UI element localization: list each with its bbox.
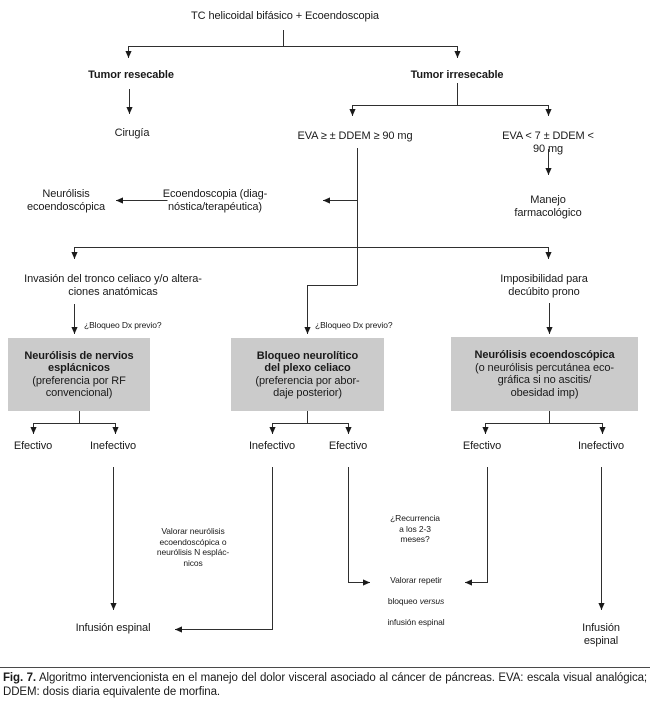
- box-neurolisis-esplacnicos-subtitle: (preferencia por RF convencional): [32, 374, 126, 400]
- node-tumor-resecable: Tumor resecable: [88, 69, 174, 81]
- annotation-valorar-neurolisis: Valorar neurólisis ecoendoscópica o neur…: [156, 526, 230, 568]
- node-neurolisis-ecoendoscopica: Neurólisis ecoendoscópica: [26, 188, 106, 213]
- box-neurolisis-ecoendoscopica: Neurólisis ecoendoscópica (o neurólisis …: [451, 337, 638, 411]
- box-neurolisis-ecoendoscopica-subtitle: (o neurólisis percutánea eco- gráfica si…: [475, 361, 614, 399]
- node-eva-alta: EVA ≥ ± DDEM ≥ 90 mg: [297, 130, 413, 142]
- node-invasion-tronco: Invasión del tronco celiaco y/o altera- …: [24, 273, 202, 298]
- outcome-inefectivo-1: Inefectivo: [89, 440, 137, 452]
- figure-caption-text: Algoritmo intervencionista en el manejo …: [3, 672, 648, 698]
- outcome-efectivo-3: Efectivo: [462, 440, 502, 452]
- outcome-efectivo-1: Efectivo: [13, 440, 53, 452]
- outcome-efectivo-2: Efectivo: [328, 440, 368, 452]
- node-infusion-espinal-izq: Infusión espinal: [75, 622, 151, 634]
- annotation-valorar-repetir-line2: bloqueo versus: [388, 596, 445, 607]
- connector-lines: [33, 30, 603, 424]
- node-eva-baja: EVA < 7 ± DDEM < 90 mg: [502, 130, 594, 155]
- label-bloqueo-dx-previo-1: ¿Bloqueo Dx previo?: [84, 320, 162, 330]
- figure-caption-label: Fig. 7.: [3, 672, 37, 684]
- node-cirugia: Cirugía: [114, 127, 150, 139]
- box-neurolisis-esplacnicos: Neurólisis de nervios esplácnicos (prefe…: [8, 338, 150, 411]
- box-bloqueo-plexo-celiaco: Bloqueo neurolítico del plexo celiaco (p…: [231, 338, 384, 411]
- box-bloqueo-plexo-celiaco-subtitle: (preferencia por abor- daje posterior): [255, 374, 360, 400]
- node-manejo-farmacologico: Manejo farmacológico: [514, 194, 582, 219]
- node-infusion-espinal-der: Infusión espinal: [582, 622, 620, 647]
- figure-caption: Fig. 7. Algoritmo intervencionista en el…: [3, 671, 647, 699]
- node-title: TC helicoidal bifásico + Ecoendoscopia: [191, 10, 379, 22]
- annotation-valorar-repetir: Valorar repetir bloqueo versus infusión …: [388, 564, 445, 638]
- outcome-inefectivo-3: Inefectivo: [577, 440, 625, 452]
- node-ecoendoscopia: Ecoendoscopia (diag- nóstica/terapéutica…: [162, 188, 268, 213]
- label-bloqueo-dx-previo-2: ¿Bloqueo Dx previo?: [315, 320, 393, 330]
- node-tumor-irresecable: Tumor irresecable: [410, 69, 504, 81]
- box-neurolisis-ecoendoscopica-title: Neurólisis ecoendoscópica: [474, 349, 615, 361]
- connector-arrows: [30, 46, 606, 633]
- annotation-valorar-repetir-line2-pre: bloqueo: [387, 595, 420, 606]
- outcome-inefectivo-2: Inefectivo: [248, 440, 296, 452]
- annotation-valorar-repetir-line2-italic: versus: [419, 595, 445, 606]
- box-bloqueo-plexo-celiaco-title: Bloqueo neurolítico del plexo celiaco: [256, 349, 359, 375]
- annotation-valorar-repetir-line1: Valorar repetir: [390, 574, 442, 585]
- caption-divider: [0, 667, 650, 668]
- annotation-valorar-repetir-line3: infusión espinal: [387, 616, 445, 627]
- box-neurolisis-esplacnicos-title: Neurólisis de nervios esplácnicos: [24, 349, 134, 375]
- node-imposibilidad-prono: Imposibilidad para decúbito prono: [500, 273, 588, 298]
- annotation-recurrencia: ¿Recurrencia a los 2-3 meses?: [390, 513, 440, 544]
